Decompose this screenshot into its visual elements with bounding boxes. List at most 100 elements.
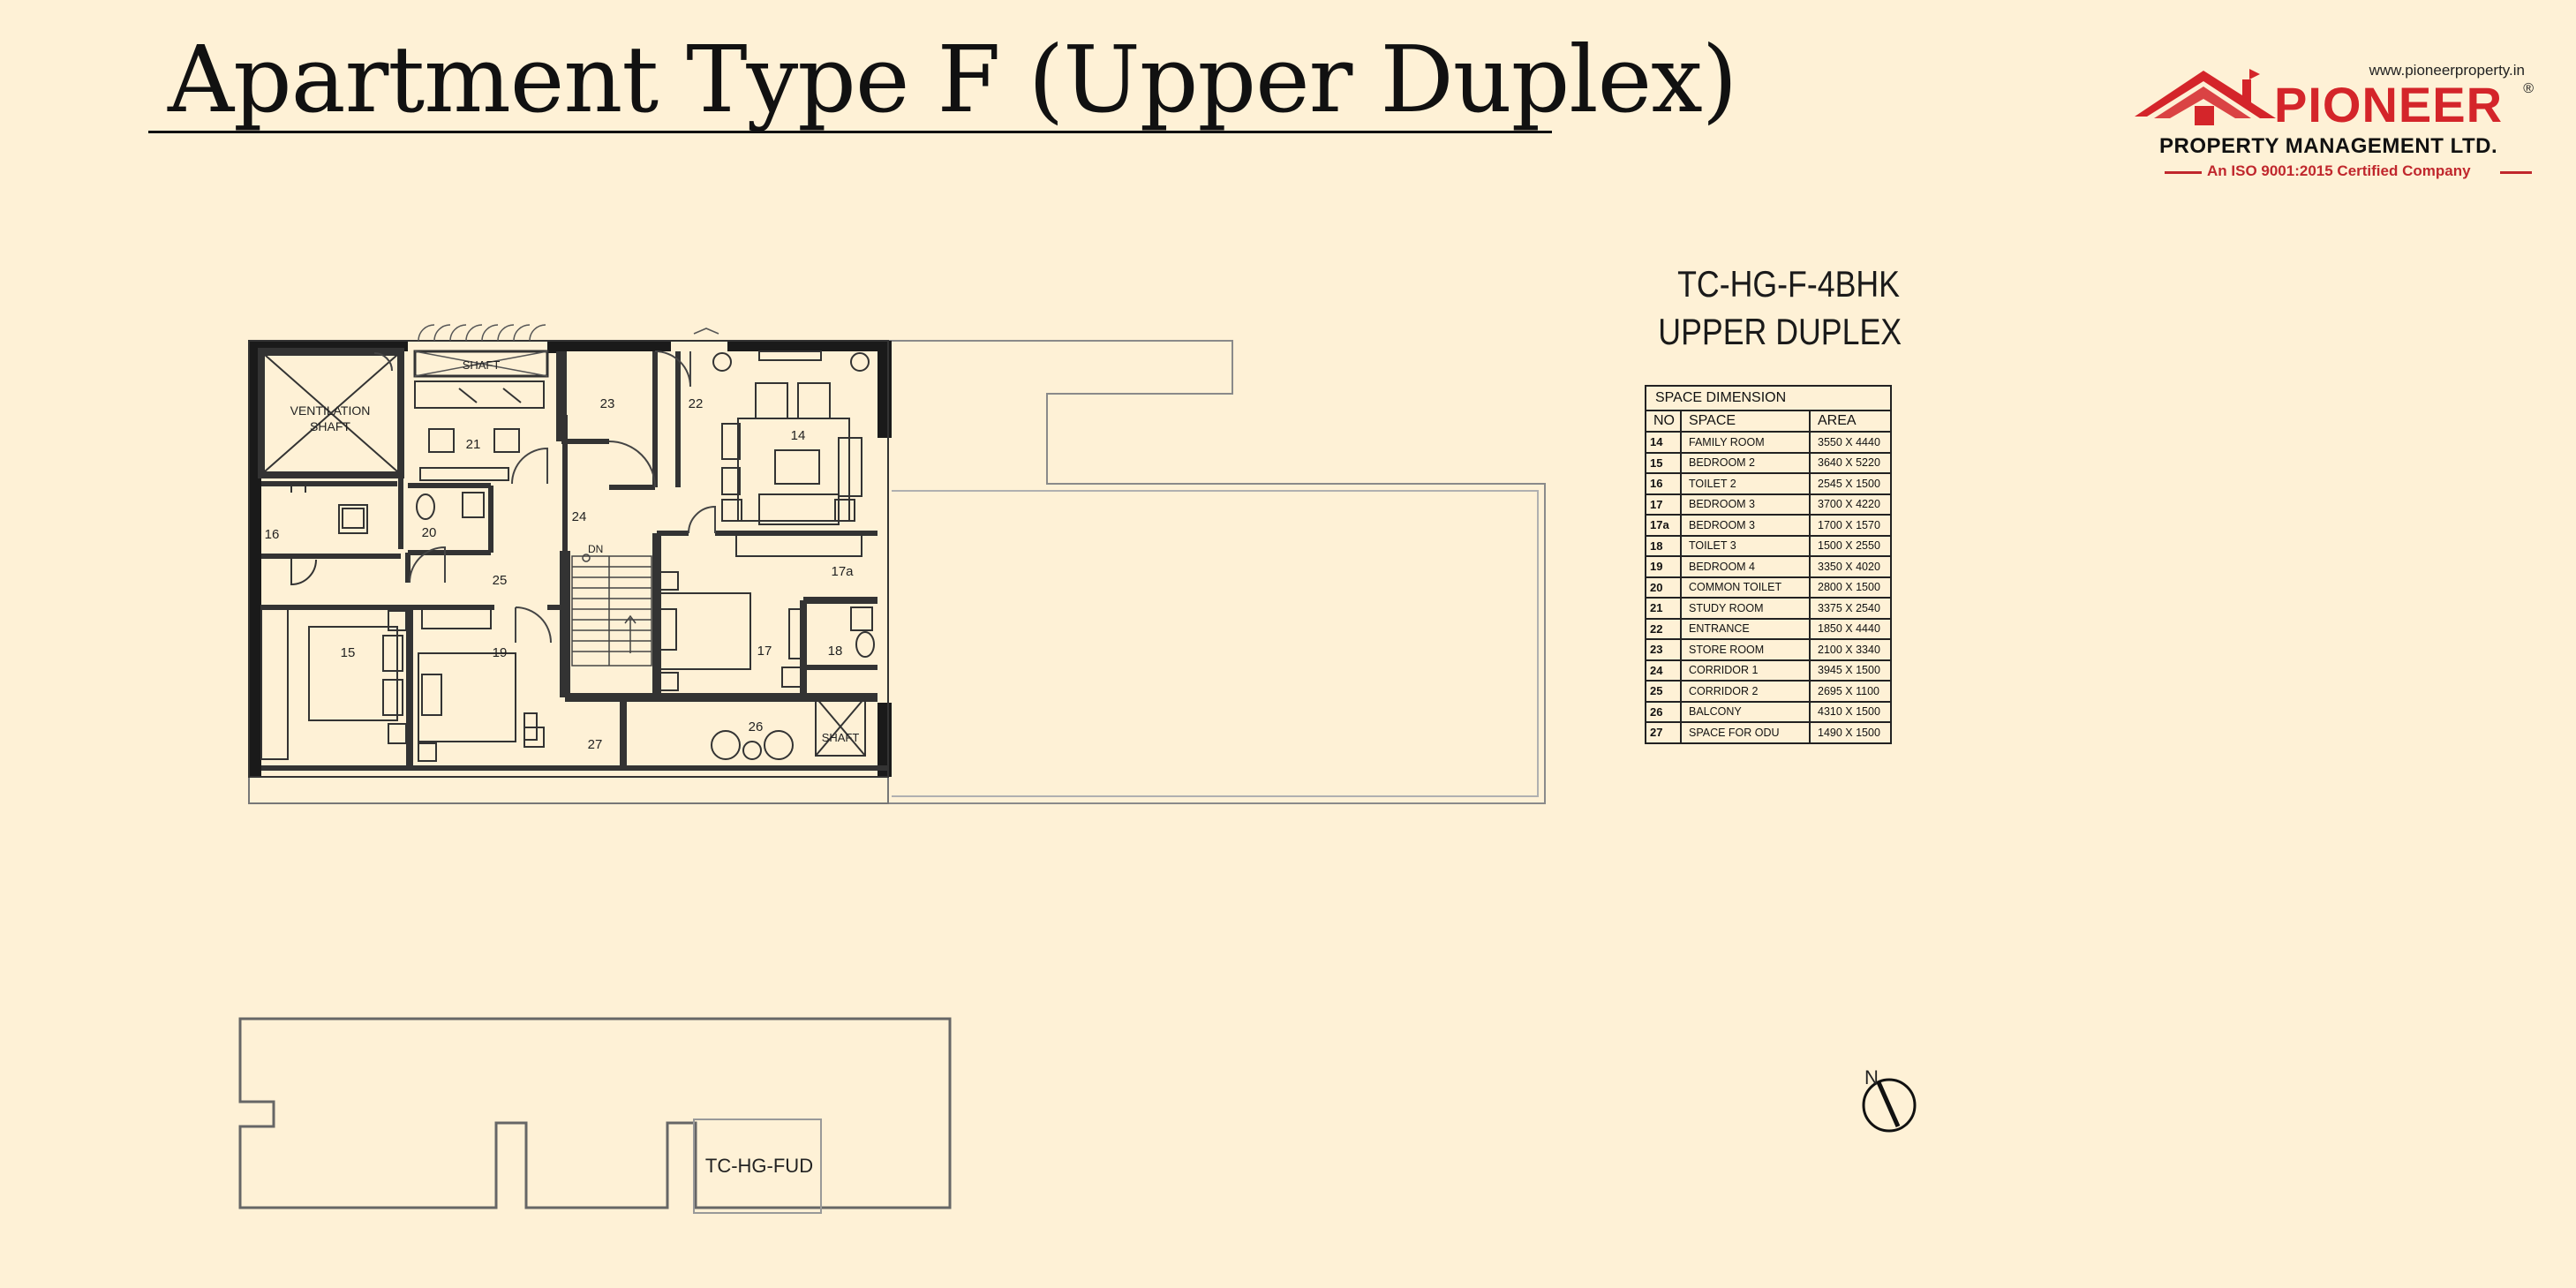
cell-space: TOILET 3 <box>1680 534 1811 557</box>
cell-area: 1850 X 4440 <box>1809 617 1892 640</box>
cell-space: STUDY ROOM <box>1680 597 1811 620</box>
key-plan-outline <box>238 1017 952 1209</box>
flat-outline <box>248 340 889 778</box>
room-label-27: 27 <box>588 737 603 752</box>
table-caption: SPACE DIMENSION <box>1645 385 1892 411</box>
pioneer-logo: www.pioneerproperty.in PIONEER ® PROPERT… <box>2119 58 2534 191</box>
stair-dn-label: DN <box>588 543 603 555</box>
cell-space: BEDROOM 4 <box>1680 555 1811 578</box>
door-swings <box>373 350 716 644</box>
cell-space: ENTRANCE <box>1680 617 1811 640</box>
logo-certification: An ISO 9001:2015 Certified Company <box>2207 162 2471 179</box>
cell-no: 21 <box>1645 597 1682 620</box>
cell-space: SPACE FOR ODU <box>1680 721 1811 744</box>
cell-no: 16 <box>1645 472 1682 495</box>
cell-space: CORRIDOR 2 <box>1680 680 1811 703</box>
shaft-bottom-label: SHAFT <box>822 731 860 744</box>
cell-area: 1490 X 1500 <box>1809 721 1892 744</box>
cell-no: 17a <box>1645 514 1682 537</box>
toilet-fixtures <box>290 486 875 658</box>
iso-line-right <box>2500 171 2532 174</box>
cell-area: 1700 X 1570 <box>1809 514 1892 537</box>
logo-company: PROPERTY MANAGEMENT LTD. <box>2159 134 2498 158</box>
cell-space: TOILET 2 <box>1680 472 1811 495</box>
cell-space: BEDROOM 3 <box>1680 514 1811 537</box>
ventilation-shaft-cross <box>264 354 398 472</box>
compass-label: N <box>1864 1066 1879 1088</box>
ventilation-shaft-label-1: VENTILATION <box>290 403 371 418</box>
cell-no: 20 <box>1645 576 1682 599</box>
shaft-top-box <box>413 350 549 378</box>
cell-area: 3945 X 1500 <box>1809 659 1892 682</box>
cell-area: 3640 X 5220 <box>1809 451 1892 474</box>
column-header-area: AREA <box>1809 410 1892 433</box>
iso-line-left <box>2165 171 2202 174</box>
cell-no: 26 <box>1645 700 1682 723</box>
terrace-outline <box>885 340 1546 804</box>
room-label-20: 20 <box>422 525 437 540</box>
room-label-23: 23 <box>600 396 615 411</box>
cell-space: BEDROOM 2 <box>1680 451 1811 474</box>
room-label-25: 25 <box>493 573 508 588</box>
cell-space: BALCONY <box>1680 700 1811 723</box>
cell-area: 2545 X 1500 <box>1809 472 1892 495</box>
cell-space: FAMILY ROOM <box>1680 431 1811 454</box>
cell-no: 24 <box>1645 659 1682 682</box>
cell-space: CORRIDOR 1 <box>1680 659 1811 682</box>
cell-no: 23 <box>1645 638 1682 661</box>
room-label-16: 16 <box>265 527 280 542</box>
cell-no: 22 <box>1645 617 1682 640</box>
north-compass-icon <box>1862 1078 1917 1133</box>
cell-no: 25 <box>1645 680 1682 703</box>
study-desk <box>414 380 545 481</box>
room-number-labels: 14 15 16 17 17a 18 19 20 21 22 23 24 25 … <box>265 396 855 752</box>
house-roof-icon <box>2135 69 2276 125</box>
unit-code: TC-HG-F-4BHK UPPER DUPLEX <box>1658 260 1902 356</box>
key-plan-unit-box <box>693 1119 822 1214</box>
title-underline <box>148 131 1552 133</box>
column-header-no: NO <box>1645 410 1682 433</box>
cell-area: 3700 X 4220 <box>1809 493 1892 516</box>
cell-no: 17 <box>1645 493 1682 516</box>
cell-space: BEDROOM 3 <box>1680 493 1811 516</box>
room-label-19: 19 <box>493 645 508 660</box>
top-window-louvres <box>418 324 719 342</box>
ventilation-shaft-label-2: SHAFT <box>310 419 350 433</box>
room-label-22: 22 <box>689 396 704 411</box>
unit-code-line2: UPPER DUPLEX <box>1658 311 1902 352</box>
cell-no: 18 <box>1645 534 1682 557</box>
logo-url: www.pioneerproperty.in <box>2369 62 2525 79</box>
room-label-26: 26 <box>749 719 764 734</box>
cell-area: 2695 X 1100 <box>1809 680 1892 703</box>
column-header-space: SPACE <box>1680 410 1811 433</box>
room-label-17a: 17a <box>831 564 854 579</box>
shaft-top-diag-2 <box>414 350 548 377</box>
cell-space: COMMON TOILET <box>1680 576 1811 599</box>
cell-area: 3350 X 4020 <box>1809 555 1892 578</box>
cell-no: 19 <box>1645 555 1682 578</box>
room-label-24: 24 <box>572 509 587 524</box>
staircase <box>571 554 652 667</box>
page-title: Apartment Type F (Upper Duplex) <box>168 26 1737 133</box>
cell-area: 2100 X 3340 <box>1809 638 1892 661</box>
bottom-ledge <box>248 776 889 804</box>
bedroom-furniture <box>260 558 866 762</box>
unit-code-line1: TC-HG-F-4BHK <box>1677 263 1900 305</box>
family-room-sofa <box>712 350 870 557</box>
